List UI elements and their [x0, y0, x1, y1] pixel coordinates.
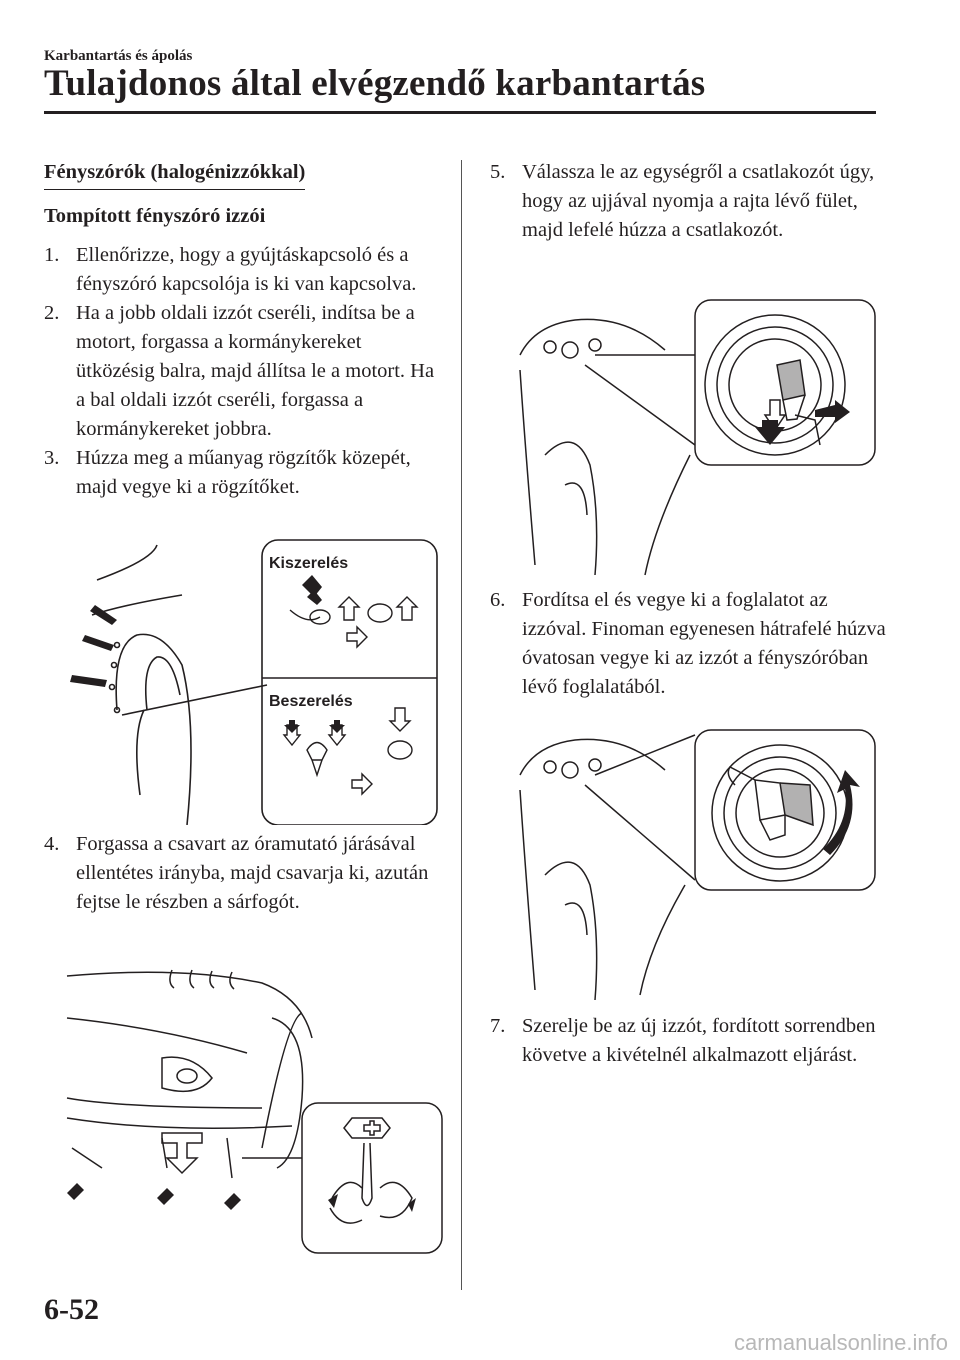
- step-2-number: 2.: [44, 302, 60, 324]
- page-number: 6-52: [44, 1293, 99, 1326]
- step-5: 5. Válassza le az egységről a csatlakozó…: [490, 158, 890, 245]
- step-4-number: 4.: [44, 833, 60, 855]
- subheading: Tompított fényszóró izzói: [44, 205, 266, 227]
- left-column-top: Fényszórók (halogénizzókkal) Tompított f…: [44, 158, 444, 502]
- step-3: 3. Húzza meg a műanyag rögzítők közepét,…: [44, 444, 444, 502]
- step-2-text: Ha a jobb oldali izzót cseréli, indítsa …: [76, 302, 435, 440]
- right-column-bottom: 7. Szerelje be az új izzót, fordított so…: [490, 1012, 890, 1070]
- step-1-text: Ellenőrizze, hogy a gyújtáskapcsoló és a…: [76, 244, 417, 295]
- step-1-number: 1.: [44, 244, 60, 266]
- clip-figure: Kiszerelés Beszerelés: [62, 535, 442, 825]
- installation-label: Beszerelés: [269, 693, 353, 710]
- column-divider: [461, 160, 462, 1290]
- screw-figure: [62, 958, 447, 1258]
- title-rule: [44, 111, 876, 114]
- step-6: 6. Fordítsa el és vegye ki a foglalatot …: [490, 586, 890, 702]
- clip-illustration: [70, 539, 438, 825]
- left-column-bottom: 4. Forgassa a csavart az óramutató járás…: [44, 830, 444, 917]
- step-3-number: 3.: [44, 447, 60, 469]
- step-6-text: Fordítsa el és vegye ki a foglalatot az …: [522, 589, 886, 698]
- step-5-text: Válassza le az egységről a csatlakozót ú…: [522, 161, 875, 241]
- bulb-figure: [515, 725, 880, 1010]
- step-3-text: Húzza meg a műanyag rögzítők közepét, ma…: [76, 447, 411, 498]
- step-1: 1. Ellenőrizze, hogy a gyújtáskapcsoló é…: [44, 241, 444, 299]
- connector-figure: [515, 295, 880, 580]
- screw-illustration: [66, 969, 443, 1254]
- section-heading: Fényszórók (halogénizzókkal): [44, 158, 306, 190]
- step-4-text: Forgassa a csavart az óramutató járásáva…: [76, 833, 429, 913]
- step-7: 7. Szerelje be az új izzót, fordított so…: [490, 1012, 890, 1070]
- page-title: Tulajdonos által elvégzendő karbantartás: [44, 63, 706, 104]
- right-column-top: 5. Válassza le az egységről a csatlakozó…: [490, 158, 890, 245]
- watermark: carmanualsonline.info: [733, 1330, 948, 1355]
- bulb-illustration: [519, 729, 876, 1001]
- removal-label: Kiszerelés: [269, 555, 349, 572]
- right-column-middle: 6. Fordítsa el és vegye ki a foglalatot …: [490, 586, 890, 702]
- step-6-number: 6.: [490, 589, 506, 611]
- step-5-number: 5.: [490, 161, 506, 183]
- step-7-text: Szerelje be az új izzót, fordított sorre…: [522, 1015, 876, 1066]
- section-label: Karbantartás és ápolás: [44, 48, 193, 64]
- step-2: 2. Ha a jobb oldali izzót cseréli, indít…: [44, 299, 444, 444]
- step-4: 4. Forgassa a csavart az óramutató járás…: [44, 830, 444, 917]
- step-7-number: 7.: [490, 1015, 506, 1037]
- connector-illustration: [519, 299, 876, 576]
